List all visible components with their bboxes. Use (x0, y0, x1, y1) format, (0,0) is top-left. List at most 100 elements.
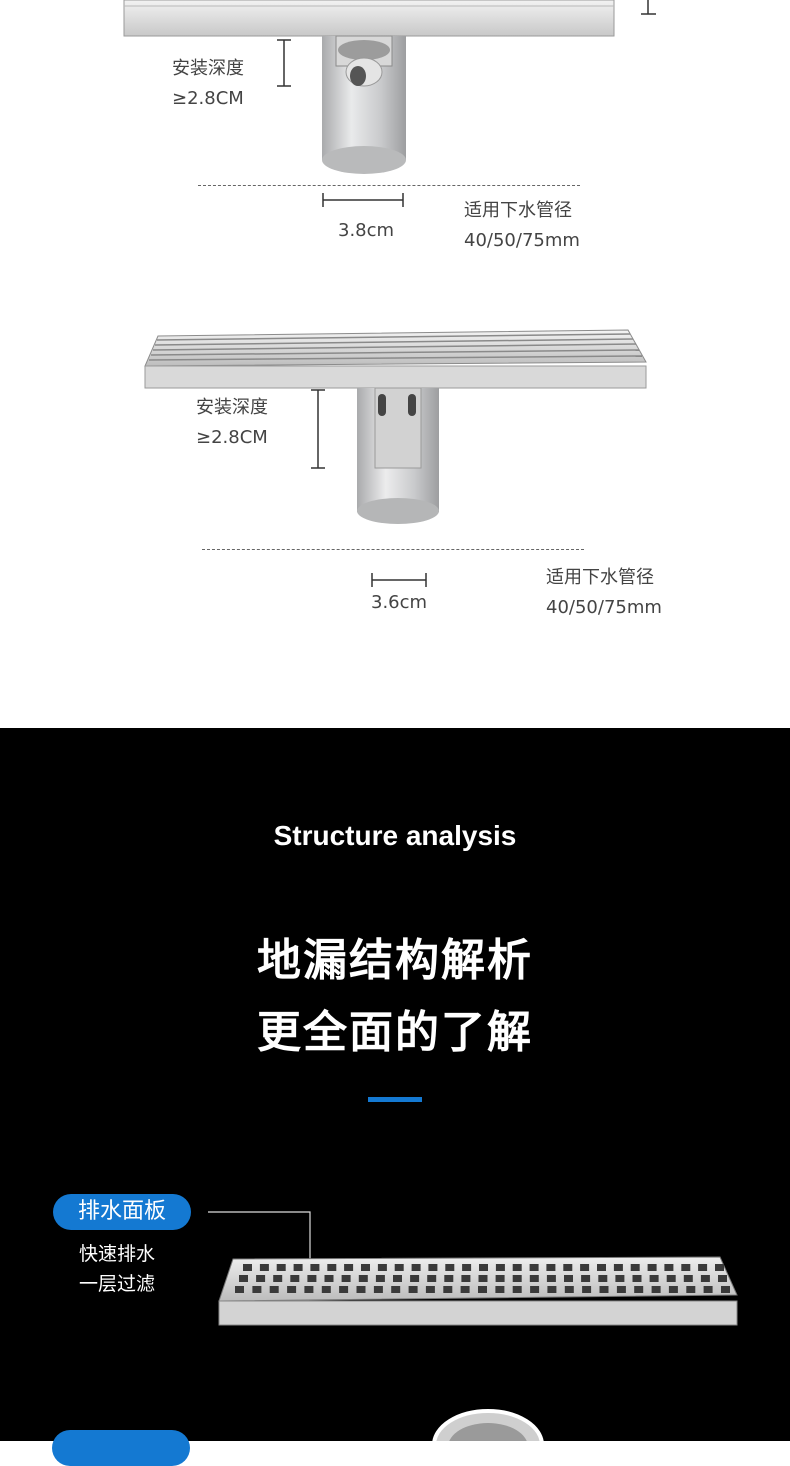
drain-panel-hole (256, 1275, 266, 1282)
heading-accent-bar (368, 1097, 422, 1102)
drain-panel-hole (341, 1275, 351, 1282)
drain-panel-hole (647, 1264, 657, 1271)
drain-panel-hole (461, 1275, 471, 1282)
drain-panel-hole (634, 1286, 644, 1293)
drain-panel-hole (290, 1275, 300, 1282)
drain-panel-hole (427, 1275, 437, 1282)
drain-panel-illustration (218, 1256, 738, 1326)
drain-panel-hole (546, 1264, 556, 1271)
drain-panel-hole (391, 1286, 401, 1293)
drain-panel-hole (411, 1264, 421, 1271)
drain-panel-hole (460, 1286, 470, 1293)
drain-panel-hole (495, 1275, 505, 1282)
drain-panel-hole (310, 1264, 320, 1271)
drain-2-width-bracket (371, 573, 427, 587)
drain-panel-hole (718, 1275, 727, 1282)
drain-panel-hole (597, 1264, 606, 1271)
drain-panel-desc-line1: 快速排水 (79, 1243, 156, 1265)
strainer-illustration (432, 1409, 544, 1441)
next-callout-badge (52, 1430, 190, 1466)
drain-panel-hole (630, 1264, 640, 1271)
drain-panel-hole (408, 1286, 418, 1293)
drain-panel-hole (478, 1275, 488, 1282)
drain-panel-hole (495, 1264, 505, 1271)
drain-panel-hole (582, 1286, 592, 1293)
drain-panel-hole (356, 1286, 366, 1293)
drain-panel-hole (304, 1286, 314, 1293)
drain-2-width-value: 3.6cm (371, 592, 428, 613)
drain-panel-hole (564, 1286, 574, 1293)
drain-panel-hole (512, 1264, 522, 1271)
drain-1-depth-value: ≥2.8CM (172, 88, 244, 109)
drain-panel-hole (546, 1275, 556, 1282)
drain-panel-hole (479, 1264, 488, 1271)
drain-panel-hole (666, 1275, 676, 1282)
drain-panel-hole (377, 1264, 387, 1271)
drain-panel-hole (598, 1275, 608, 1282)
drain-panel-hole (252, 1286, 262, 1293)
drain-panel-hole (428, 1264, 438, 1271)
drain-panel-hole (358, 1275, 368, 1282)
drain-1-pipe-label: 适用下水管径 (464, 200, 572, 221)
drain-2-illustration (144, 329, 647, 524)
drain-panel-hole (444, 1275, 454, 1282)
drain-panel-desc-line2: 一层过滤 (79, 1273, 156, 1295)
drain-panel-hole (529, 1264, 539, 1271)
drain-panel-hole (239, 1275, 248, 1282)
drain-panel-hole (327, 1264, 337, 1271)
drain-panel-hole (344, 1264, 354, 1271)
drain-panel-hole (564, 1275, 573, 1282)
drain-panel-hole (721, 1286, 730, 1293)
drain-panel-hole (478, 1286, 487, 1293)
drain-panel-hole (613, 1264, 623, 1271)
drain-panel-hole (512, 1275, 522, 1282)
drain-panel-hole (462, 1264, 472, 1271)
drain-panel-hole (563, 1264, 573, 1271)
drain-panel-hole (321, 1286, 331, 1293)
drain-panel-hole (668, 1286, 678, 1293)
drain-panel-hole (715, 1264, 724, 1271)
drain-2-depth-value: ≥2.8CM (196, 427, 268, 448)
drain-panel-hole (615, 1275, 625, 1282)
drain-panel-hole (425, 1286, 435, 1293)
drain-panel-hole (698, 1264, 708, 1271)
drain-panel-hole (683, 1275, 693, 1282)
drain-panel-hole (686, 1286, 696, 1293)
drain-panel-hole (547, 1286, 557, 1293)
drain-panel-hole (580, 1264, 590, 1271)
drain-panel-hole (375, 1275, 385, 1282)
drain-2-pipe-label: 适用下水管径 (546, 567, 654, 588)
drain-panel-hole (681, 1264, 691, 1271)
drain-panel-hole (393, 1275, 402, 1282)
drain-panel-hole (339, 1286, 349, 1293)
drain-1-pipe-value: 40/50/75mm (464, 230, 580, 251)
drain-panel-hole (235, 1286, 244, 1293)
drain-panel-hole (616, 1286, 626, 1293)
drain-1-depth-label: 安装深度 (172, 58, 244, 79)
drain-panel-hole (512, 1286, 522, 1293)
drain-panel-hole (530, 1286, 540, 1293)
structure-heading-en: Structure analysis (273, 820, 517, 851)
drain-2-divider-line (202, 549, 584, 550)
drain-panel-label-badge: 排水面板 (53, 1194, 191, 1230)
drain-panel-hole (445, 1264, 455, 1271)
drain-panel-hole (495, 1286, 505, 1293)
drain-2-pipe-value: 40/50/75mm (546, 597, 662, 618)
drain-panel-hole (243, 1264, 252, 1271)
drain-panel-hole (394, 1264, 404, 1271)
drain-panel-hole (273, 1275, 283, 1282)
drain-panel-hole (664, 1264, 674, 1271)
drain-panel-hole (649, 1275, 659, 1282)
drain-panel-hole (529, 1275, 539, 1282)
drain-panel-hole (651, 1286, 661, 1293)
drain-panel-hole (599, 1286, 609, 1293)
drain-panel-hole (373, 1286, 383, 1293)
drain-panel-hole (581, 1275, 591, 1282)
drain-panel-hole (293, 1264, 303, 1271)
drain-1-width-value: 3.8cm (338, 220, 395, 241)
drain-panel-hole (443, 1286, 453, 1293)
drain-panel-hole (703, 1286, 713, 1293)
drain-2-depth-label: 安装深度 (196, 397, 268, 418)
drain-panel-hole (361, 1264, 370, 1271)
drain-panel-hole (410, 1275, 420, 1282)
